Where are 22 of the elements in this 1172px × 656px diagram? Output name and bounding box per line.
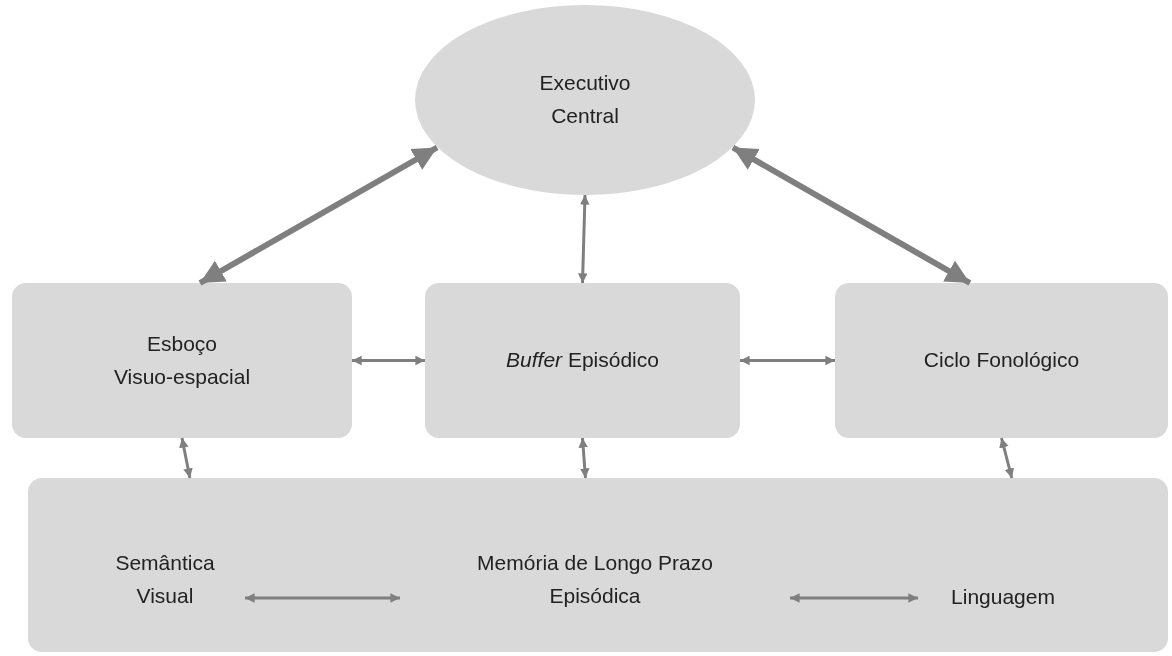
double-arrow [740,355,835,366]
node-label: Buffer Episódico [505,347,660,374]
process-box [12,283,352,438]
double-arrow [352,355,425,366]
double-arrow [578,437,590,479]
node-label: Ciclo Fonológico [922,347,1081,374]
double-arrow [999,437,1015,479]
process-box [835,283,1168,438]
node-label: Memória de Longo Prazo Episódica [476,550,714,609]
double-arrow [245,593,400,603]
node-label: Executivo Central [538,70,632,129]
double-arrow [790,593,918,603]
double-arrow [179,437,193,479]
node-label: Linguagem [950,584,1056,611]
double-arrow [198,144,439,286]
node-label: Esboço Visuo-espacial [112,330,252,390]
ellipse-node [415,5,755,195]
double-arrow [731,144,972,286]
node-label: Semântica Visual [114,550,216,609]
process-box [425,283,740,438]
double-arrow [577,194,590,284]
memory-band [28,478,1168,652]
